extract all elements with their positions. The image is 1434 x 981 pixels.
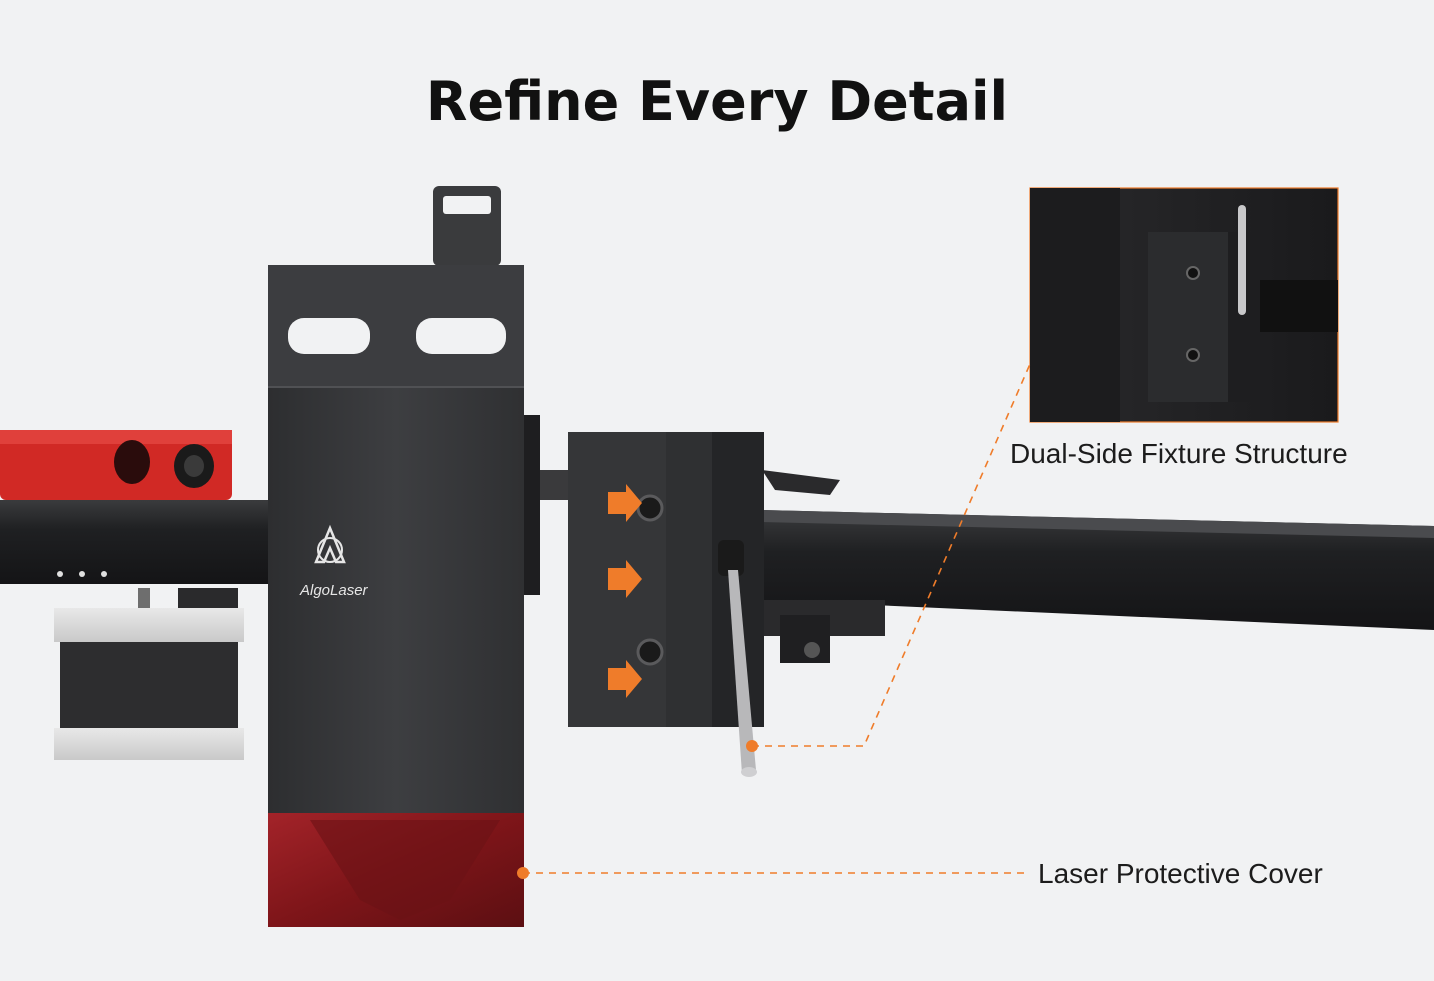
callout-label-fixture: Dual-Side Fixture Structure <box>1010 438 1348 469</box>
callout-label-cover: Laser Protective Cover <box>1038 858 1323 889</box>
stepper-motor <box>54 588 244 760</box>
left-rail <box>0 500 290 584</box>
algolaser-logo <box>314 524 346 564</box>
callout-leader-fixture <box>746 363 1031 752</box>
laser-module <box>268 186 529 927</box>
fixture-detail-inset <box>1029 187 1339 423</box>
arrow-right-icon <box>608 484 642 522</box>
arrow-right-icon <box>608 660 642 698</box>
red-end-block <box>0 430 232 500</box>
page-title: Refine Every Detail <box>425 70 1009 133</box>
brand-name: AlgoLaser <box>300 582 368 599</box>
clamp-lever <box>718 540 757 777</box>
arrow-right-icon <box>608 560 642 598</box>
right-rail <box>760 510 1434 630</box>
